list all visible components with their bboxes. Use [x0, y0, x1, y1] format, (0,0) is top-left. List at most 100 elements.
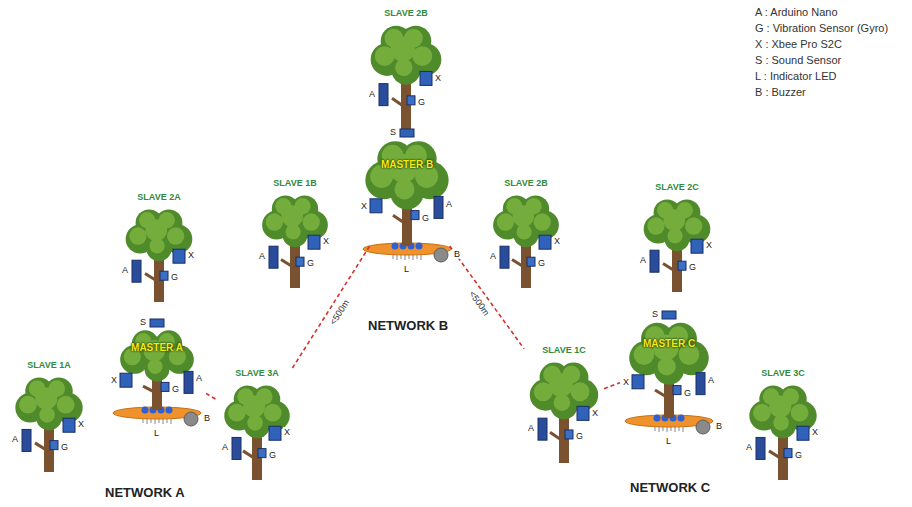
tree-illustration	[108, 318, 206, 410]
legend-line: L : Indicator LED	[755, 70, 837, 82]
arduino-board	[538, 418, 547, 440]
component-letter: L	[403, 264, 410, 274]
arduino-board	[696, 373, 705, 395]
tree-canopy-light	[685, 217, 702, 234]
tree-canopy-light	[657, 202, 673, 218]
tree-canopy-light	[404, 29, 423, 48]
component-letter: L	[665, 436, 672, 446]
component-letter: S	[389, 127, 397, 137]
tree-canopy-light	[228, 404, 246, 422]
component-letter: A	[195, 373, 203, 383]
xbee-module	[577, 406, 589, 420]
component-letter: X	[705, 240, 713, 250]
tree-illustration	[365, 8, 447, 130]
component-letter: X	[77, 419, 85, 429]
slave-tree: SLAVE 1B	[255, 178, 335, 288]
component-letter: G	[794, 450, 803, 460]
tree-branch	[512, 259, 526, 268]
xbee-module	[539, 235, 551, 249]
xbee-module	[632, 375, 644, 389]
component-letter: G	[306, 258, 315, 268]
component-letter: A	[258, 251, 266, 261]
component-letter: X	[553, 236, 561, 246]
legend-line: G : Vibration Sensor (Gyro)	[755, 22, 888, 34]
tree-canopy-light	[395, 59, 412, 76]
component-letter: G	[683, 388, 692, 398]
gyro-sensor	[565, 430, 573, 439]
gyro-sensor	[407, 96, 415, 105]
arduino-board	[379, 84, 388, 106]
tree-canopy-light	[753, 404, 771, 422]
tree-branch	[550, 432, 564, 441]
component-letter: S	[139, 317, 147, 327]
slave-name: SLAVE 1C	[542, 345, 585, 355]
component-letter: A	[745, 442, 753, 452]
gyro-sensor	[673, 386, 681, 395]
xbee-module	[797, 426, 809, 440]
distance-label: <500m	[326, 296, 352, 329]
slave-tree: SLAVE 2B	[365, 8, 447, 130]
sound-sensor	[662, 311, 676, 319]
tree-canopy-light	[29, 380, 46, 397]
tree-canopy-light	[139, 212, 155, 228]
slave-tree: SLAVE 3C	[742, 368, 824, 480]
slave-name: SLAVE 2A	[137, 192, 180, 202]
tree-canopy-light	[506, 198, 522, 214]
tree-canopy-light	[266, 213, 283, 230]
tree-canopy-light	[19, 396, 37, 414]
component-letter: G	[421, 213, 430, 223]
tree-canopy-light	[39, 407, 55, 423]
arduino-board	[434, 196, 443, 218]
component-letter: X	[622, 377, 630, 387]
xbee-module	[120, 373, 132, 387]
tree-branch	[663, 263, 677, 272]
tree-canopy-light	[303, 213, 320, 230]
xbee-module	[63, 418, 75, 432]
tree-branch	[769, 451, 783, 460]
component-letter: X	[811, 427, 819, 437]
master-name: MASTER C	[643, 338, 695, 349]
gyro-sensor	[258, 449, 266, 458]
component-letter: B	[453, 249, 461, 259]
dashed-link	[206, 393, 218, 400]
tree-illustration	[636, 182, 718, 292]
arduino-board	[22, 429, 31, 451]
component-letter: G	[171, 384, 180, 394]
gyro-sensor	[160, 271, 168, 280]
component-letter: A	[121, 265, 129, 275]
component-letter: A	[639, 255, 647, 265]
component-letter: G	[417, 97, 426, 107]
tree-canopy-light	[791, 404, 809, 422]
master-tree: MASTER A	[108, 318, 206, 410]
gyro-sensor	[161, 382, 169, 391]
tree-illustration	[255, 178, 335, 288]
slave-tree: SLAVE 2B	[486, 178, 566, 288]
tree-canopy-light	[497, 213, 514, 230]
tree-canopy-light	[647, 217, 664, 234]
tree-canopy-light	[256, 388, 273, 405]
tree-canopy-light	[562, 366, 580, 384]
component-letter: B	[715, 421, 723, 431]
component-letter: G	[537, 258, 546, 268]
legend-line: A : Arduino Nano	[755, 6, 838, 18]
tree-branch	[35, 443, 49, 452]
component-letter: B	[203, 413, 211, 423]
tree-illustration	[218, 368, 296, 480]
gyro-sensor	[527, 257, 535, 266]
tree-branch	[281, 259, 295, 268]
tree-branch	[392, 98, 406, 108]
dashed-link	[604, 383, 620, 389]
gyro-sensor	[296, 257, 304, 266]
component-letter: X	[110, 375, 118, 385]
tree-canopy-light	[517, 224, 532, 239]
component-letter: A	[368, 89, 376, 99]
arduino-board	[269, 246, 278, 268]
slave-name: SLAVE 2B	[504, 178, 547, 188]
radio-link	[604, 383, 620, 389]
radio-link	[206, 393, 218, 400]
arduino-board	[756, 437, 765, 459]
gyro-sensor	[50, 441, 58, 450]
slave-name: SLAVE 2C	[655, 182, 698, 192]
